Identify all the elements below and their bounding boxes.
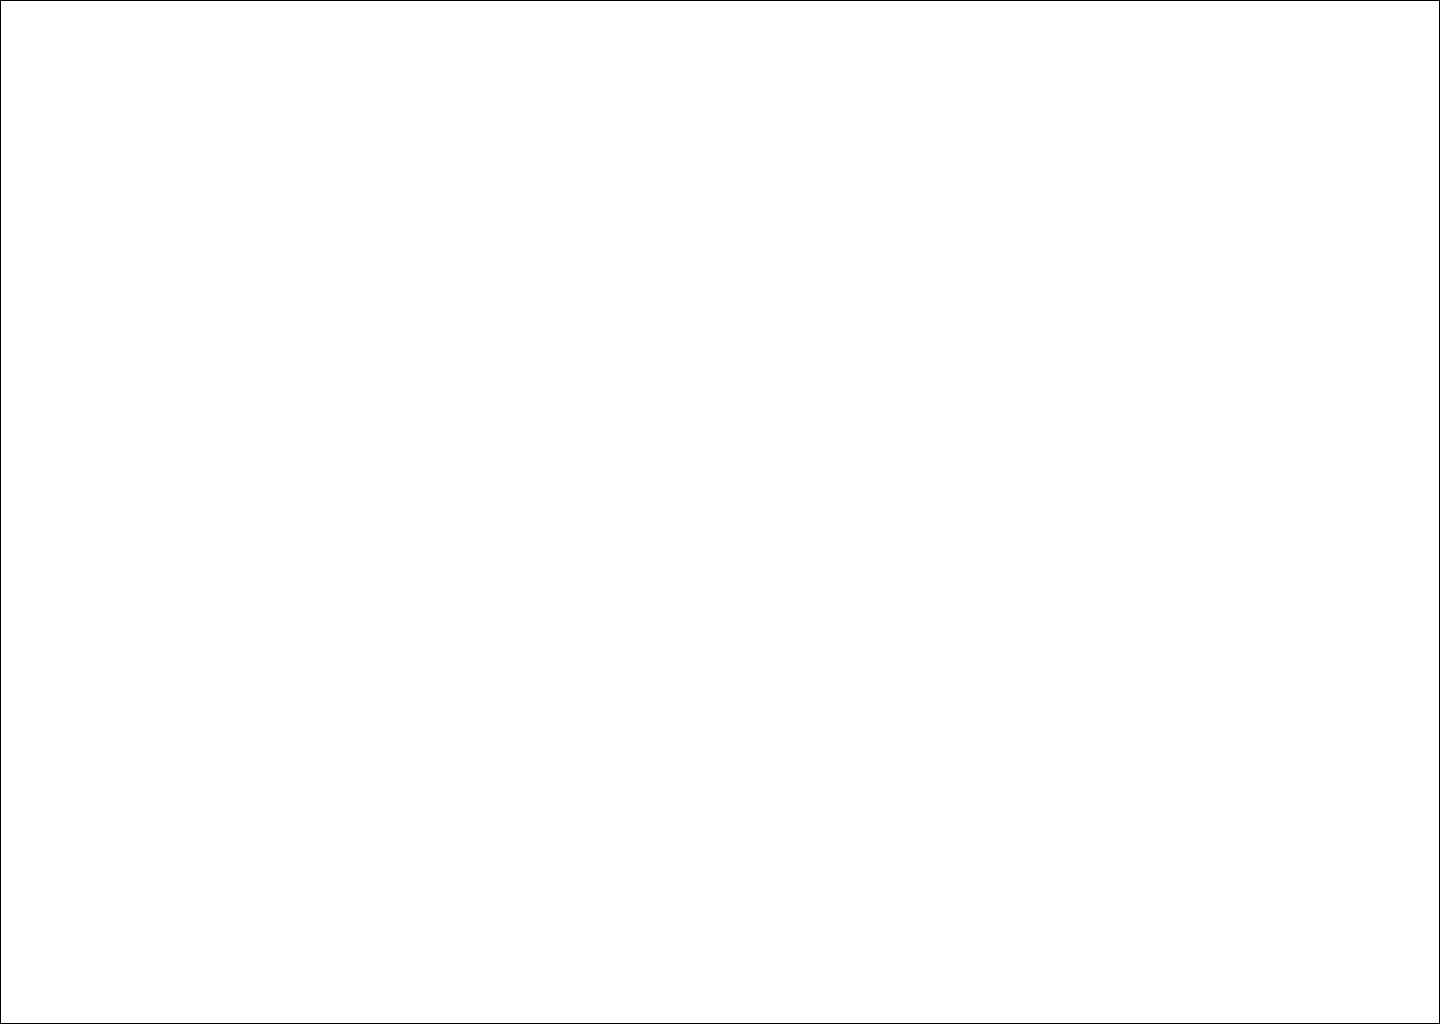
blank-canvas <box>0 0 1440 1024</box>
